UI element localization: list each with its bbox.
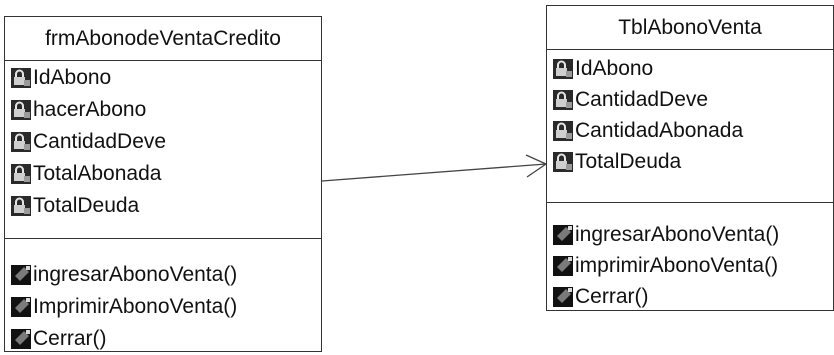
attribute-label: CantidadAbonada bbox=[575, 119, 744, 142]
operation-row[interactable]: ingresarAbonoVenta() bbox=[553, 219, 833, 250]
private-attribute-lock-icon bbox=[553, 89, 573, 110]
attribute-label: TotalDeuda bbox=[33, 194, 140, 217]
attribute-row[interactable]: TotalAbonada bbox=[11, 158, 321, 190]
operation-row[interactable]: imprimirAbonoVenta() bbox=[553, 250, 833, 281]
attributes-compartment: IdAbono hacerAbono CantidadDeve TotalAbo… bbox=[5, 61, 321, 239]
public-operation-icon bbox=[11, 297, 31, 317]
operation-row[interactable]: ingresarAbonoVenta() bbox=[11, 259, 321, 291]
attribute-label: TotalAbonada bbox=[33, 162, 162, 185]
private-attribute-lock-icon bbox=[553, 151, 573, 172]
attribute-row[interactable]: IdAbono bbox=[11, 62, 321, 94]
operation-label: Cerrar() bbox=[575, 285, 649, 308]
public-operation-icon bbox=[11, 329, 31, 349]
attribute-row[interactable]: CantidadDeve bbox=[553, 84, 833, 115]
attribute-row[interactable]: CantidadAbonada bbox=[553, 115, 833, 146]
operation-row[interactable]: Cerrar() bbox=[11, 323, 321, 355]
class-box-frmabonodeventacredito[interactable]: frmAbonodeVentaCredito IdAbono hacerAbon… bbox=[4, 16, 322, 352]
public-operation-icon bbox=[553, 286, 573, 307]
operation-label: ingresarAbonoVenta() bbox=[575, 223, 780, 246]
private-attribute-lock-icon bbox=[553, 120, 573, 141]
operation-label: imprimirAbonoVenta() bbox=[575, 254, 779, 277]
private-attribute-lock-icon bbox=[11, 164, 31, 184]
attribute-row[interactable]: CantidadDeve bbox=[11, 126, 321, 158]
attribute-row[interactable]: TotalDeuda bbox=[11, 190, 321, 222]
operation-row[interactable]: Cerrar() bbox=[553, 281, 833, 312]
operation-label: ImprimirAbonoVenta() bbox=[33, 295, 238, 318]
class-box-tblabonoventa[interactable]: TblAbonoVenta IdAbono CantidadDeve Canti… bbox=[546, 5, 834, 311]
attribute-label: CantidadDeve bbox=[33, 130, 167, 153]
operation-row[interactable]: ImprimirAbonoVenta() bbox=[11, 291, 321, 323]
attribute-row[interactable]: IdAbono bbox=[553, 53, 833, 84]
attribute-label: hacerAbono bbox=[33, 98, 147, 121]
attribute-label: IdAbono bbox=[33, 66, 112, 89]
attribute-label: TotalDeuda bbox=[575, 150, 682, 173]
class-name: frmAbonodeVentaCredito bbox=[5, 17, 321, 61]
operations-compartment: ingresarAbonoVenta() ImprimirAbonoVenta(… bbox=[5, 239, 321, 355]
attributes-compartment: IdAbono CantidadDeve CantidadAbonada Tot… bbox=[547, 50, 833, 203]
private-attribute-lock-icon bbox=[11, 196, 31, 216]
public-operation-icon bbox=[553, 255, 573, 276]
operation-label: ingresarAbonoVenta() bbox=[33, 263, 238, 286]
private-attribute-lock-icon bbox=[11, 100, 31, 120]
attribute-label: CantidadDeve bbox=[575, 88, 709, 111]
class-name: TblAbonoVenta bbox=[547, 6, 833, 50]
public-operation-icon bbox=[11, 265, 31, 285]
private-attribute-lock-icon bbox=[11, 68, 31, 88]
attribute-row[interactable]: TotalDeuda bbox=[553, 146, 833, 177]
private-attribute-lock-icon bbox=[11, 132, 31, 152]
operations-compartment: ingresarAbonoVenta() imprimirAbonoVenta(… bbox=[547, 203, 833, 312]
attribute-row[interactable]: hacerAbono bbox=[11, 94, 321, 126]
operation-label: Cerrar() bbox=[33, 327, 107, 350]
attribute-label: IdAbono bbox=[575, 57, 654, 80]
private-attribute-lock-icon bbox=[553, 58, 573, 79]
public-operation-icon bbox=[553, 224, 573, 245]
